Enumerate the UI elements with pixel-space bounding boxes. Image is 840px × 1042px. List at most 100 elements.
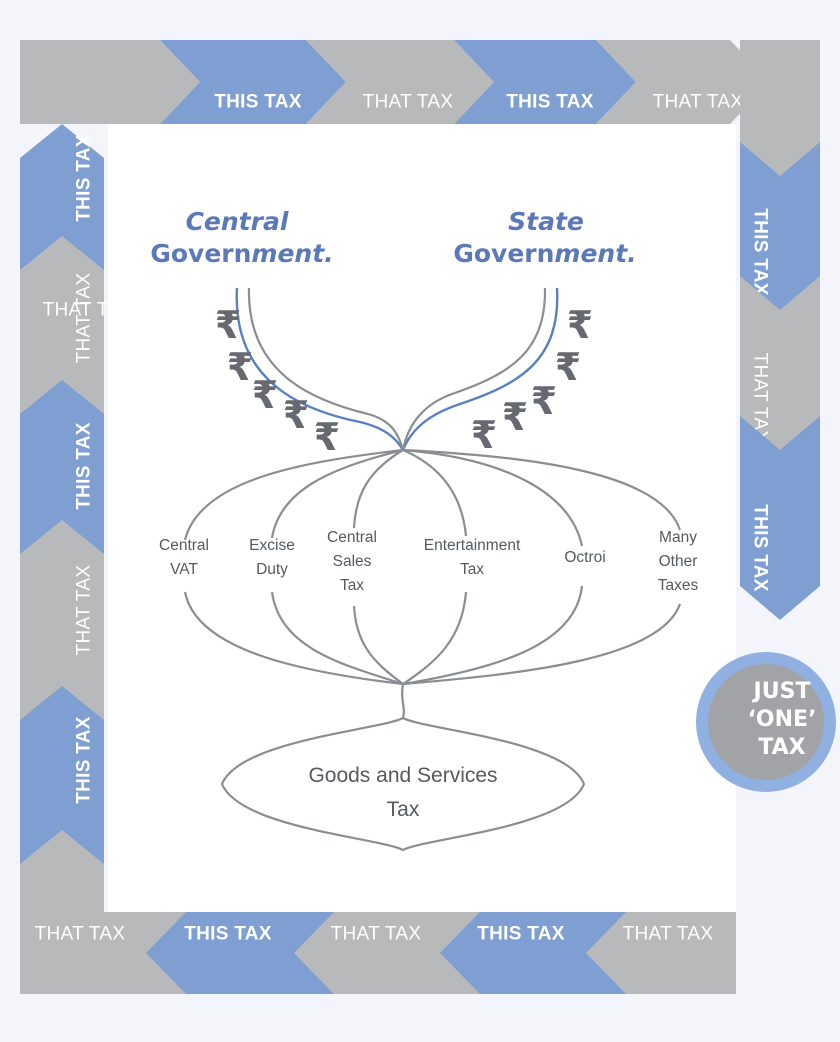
bottom-chevron-this-tax bbox=[146, 912, 350, 994]
left-chevron-label: THIS TAX bbox=[74, 422, 95, 510]
tax-label-line: Tax bbox=[460, 561, 484, 578]
central-stream-grey bbox=[247, 287, 405, 451]
branch-excise-duty-top bbox=[270, 448, 404, 539]
top-chevron-label: THAT TAX bbox=[363, 92, 454, 113]
state-stream-blue bbox=[401, 287, 559, 451]
top-chevron-that-tax bbox=[596, 40, 770, 124]
rupee-icon: ₹ bbox=[567, 303, 593, 347]
top-chevron-label: THAT TAX bbox=[653, 92, 744, 113]
branch-central-vat-bottom bbox=[183, 591, 404, 686]
top-chevron-this-tax bbox=[454, 40, 636, 124]
top-chevron-that-tax bbox=[306, 40, 494, 124]
gst-title-line2: Tax bbox=[387, 798, 420, 821]
rupee-icon: ₹ bbox=[555, 345, 581, 389]
gst-container bbox=[220, 716, 586, 852]
central-government-line2a: Govern bbox=[150, 239, 251, 268]
central-government-line2b: ment. bbox=[251, 239, 333, 268]
merge-stem bbox=[401, 683, 405, 719]
left-chevron-label: THIS TAX bbox=[74, 716, 95, 804]
tax-label-line: Taxes bbox=[658, 577, 699, 594]
gst-title-line1: Goods and Services bbox=[308, 764, 497, 787]
bottom-chevron-this-tax bbox=[440, 912, 644, 994]
state-government-line2b: ment. bbox=[554, 239, 636, 268]
rupee-icon: ₹ bbox=[531, 379, 557, 423]
tax-label-line: Octroi bbox=[564, 549, 605, 566]
tax-label-line: Other bbox=[659, 553, 698, 570]
bottom-chevron-label: THAT TAX bbox=[623, 924, 714, 945]
bottom-chevron-label: THAT TAX bbox=[331, 924, 422, 945]
bottom-chevron-label: THIS TAX bbox=[477, 924, 565, 945]
right-chevron-this-tax bbox=[740, 142, 820, 330]
top-chevron-label: THIS TAX bbox=[214, 92, 302, 113]
badge-line3: TAX bbox=[758, 735, 805, 760]
tax-label-line: Central bbox=[159, 537, 209, 554]
central-government-title: Central bbox=[186, 207, 289, 236]
right-chevron-label: THAT TAX bbox=[750, 353, 771, 444]
left-chevron-this-tax bbox=[20, 124, 104, 290]
top-chevron-this-tax bbox=[160, 40, 346, 124]
left-chevron-that-tax bbox=[20, 520, 104, 740]
state-government-line1: State bbox=[508, 207, 584, 236]
state-government-title: State bbox=[508, 207, 584, 236]
left-chevron-label: THAT TAX bbox=[74, 565, 95, 656]
branch-excise-duty-bottom bbox=[270, 591, 404, 686]
rupee-icon: ₹ bbox=[227, 345, 253, 389]
rupee-icon: ₹ bbox=[283, 393, 309, 437]
bottom-chevron-label: THIS TAX bbox=[184, 924, 272, 945]
rupee-icon: ₹ bbox=[215, 303, 241, 347]
rupee-icon: ₹ bbox=[314, 415, 340, 459]
bottom-chevron-label: THAT TAX bbox=[35, 924, 126, 945]
branch-octroi-bottom bbox=[402, 585, 584, 686]
branch-central-vat-top bbox=[183, 448, 404, 541]
rupee-icon: ₹ bbox=[502, 395, 528, 439]
left-chevron-that-tax bbox=[20, 236, 104, 434]
top-chevron-that-tax bbox=[20, 40, 200, 124]
tax-label-line: VAT bbox=[170, 561, 198, 578]
state-rupees: ₹ ₹ ₹ ₹ ₹ bbox=[471, 303, 593, 457]
branch-octroi-top bbox=[402, 448, 584, 547]
central-rupees: ₹ ₹ ₹ ₹ ₹ bbox=[215, 303, 340, 459]
central-government-line1: Central bbox=[186, 207, 289, 236]
tax-label-octroi: Octroi bbox=[564, 549, 605, 566]
right-chevron-label: THIS TAX bbox=[750, 208, 771, 296]
left-overlap-label: THAT TAX bbox=[43, 300, 134, 321]
left-chevron-this-tax bbox=[20, 380, 104, 574]
branch-central-sales-tax-top bbox=[352, 449, 404, 529]
left-chevron-label: THIS TAX bbox=[74, 134, 95, 222]
left-chevron-label: THAT TAX bbox=[74, 273, 95, 364]
tax-label-line: Duty bbox=[256, 561, 288, 578]
badge-line1: JUST bbox=[752, 679, 811, 704]
left-chevron-this-tax bbox=[20, 686, 104, 884]
rupee-icon: ₹ bbox=[252, 373, 278, 417]
branch-entertainment-tax-bottom bbox=[402, 591, 468, 685]
branch-many-other-taxes-top bbox=[402, 448, 682, 531]
tax-label-line: Central bbox=[327, 529, 377, 546]
tax-branches bbox=[183, 448, 682, 719]
tax-label-line: Entertainment bbox=[424, 537, 521, 554]
branch-entertainment-tax-top bbox=[402, 448, 468, 537]
bottom-chevron-that-tax bbox=[586, 912, 736, 994]
tax-label-line: Excise bbox=[249, 537, 295, 554]
tax-label-line: Sales bbox=[333, 553, 372, 570]
state-stream-grey bbox=[401, 287, 547, 451]
right-chevron-that-tax bbox=[740, 276, 820, 470]
state-government-line2a: Govern bbox=[453, 239, 554, 268]
right-chevron-that-tax bbox=[740, 40, 820, 196]
badge-line2: ‘ONE’ bbox=[748, 707, 817, 732]
just-one-tax-badge: JUST ‘ONE’ TAX bbox=[696, 652, 836, 792]
tax-label-line: Tax bbox=[340, 577, 364, 594]
central-stream-blue bbox=[235, 287, 405, 451]
right-chevron-label: THIS TAX bbox=[750, 504, 771, 592]
chevron-border: THIS TAX THAT TAX THIS TAX THAT TAX THIS TAX… bbox=[20, 40, 820, 994]
tax-label-line: Many bbox=[659, 529, 697, 546]
rupee-icon: ₹ bbox=[471, 413, 497, 457]
tax-labels: CentralVATExciseDutyCentralSalesTaxEnter… bbox=[159, 529, 699, 594]
branch-central-sales-tax-bottom bbox=[352, 605, 404, 685]
top-chevron-label: THIS TAX bbox=[506, 92, 594, 113]
